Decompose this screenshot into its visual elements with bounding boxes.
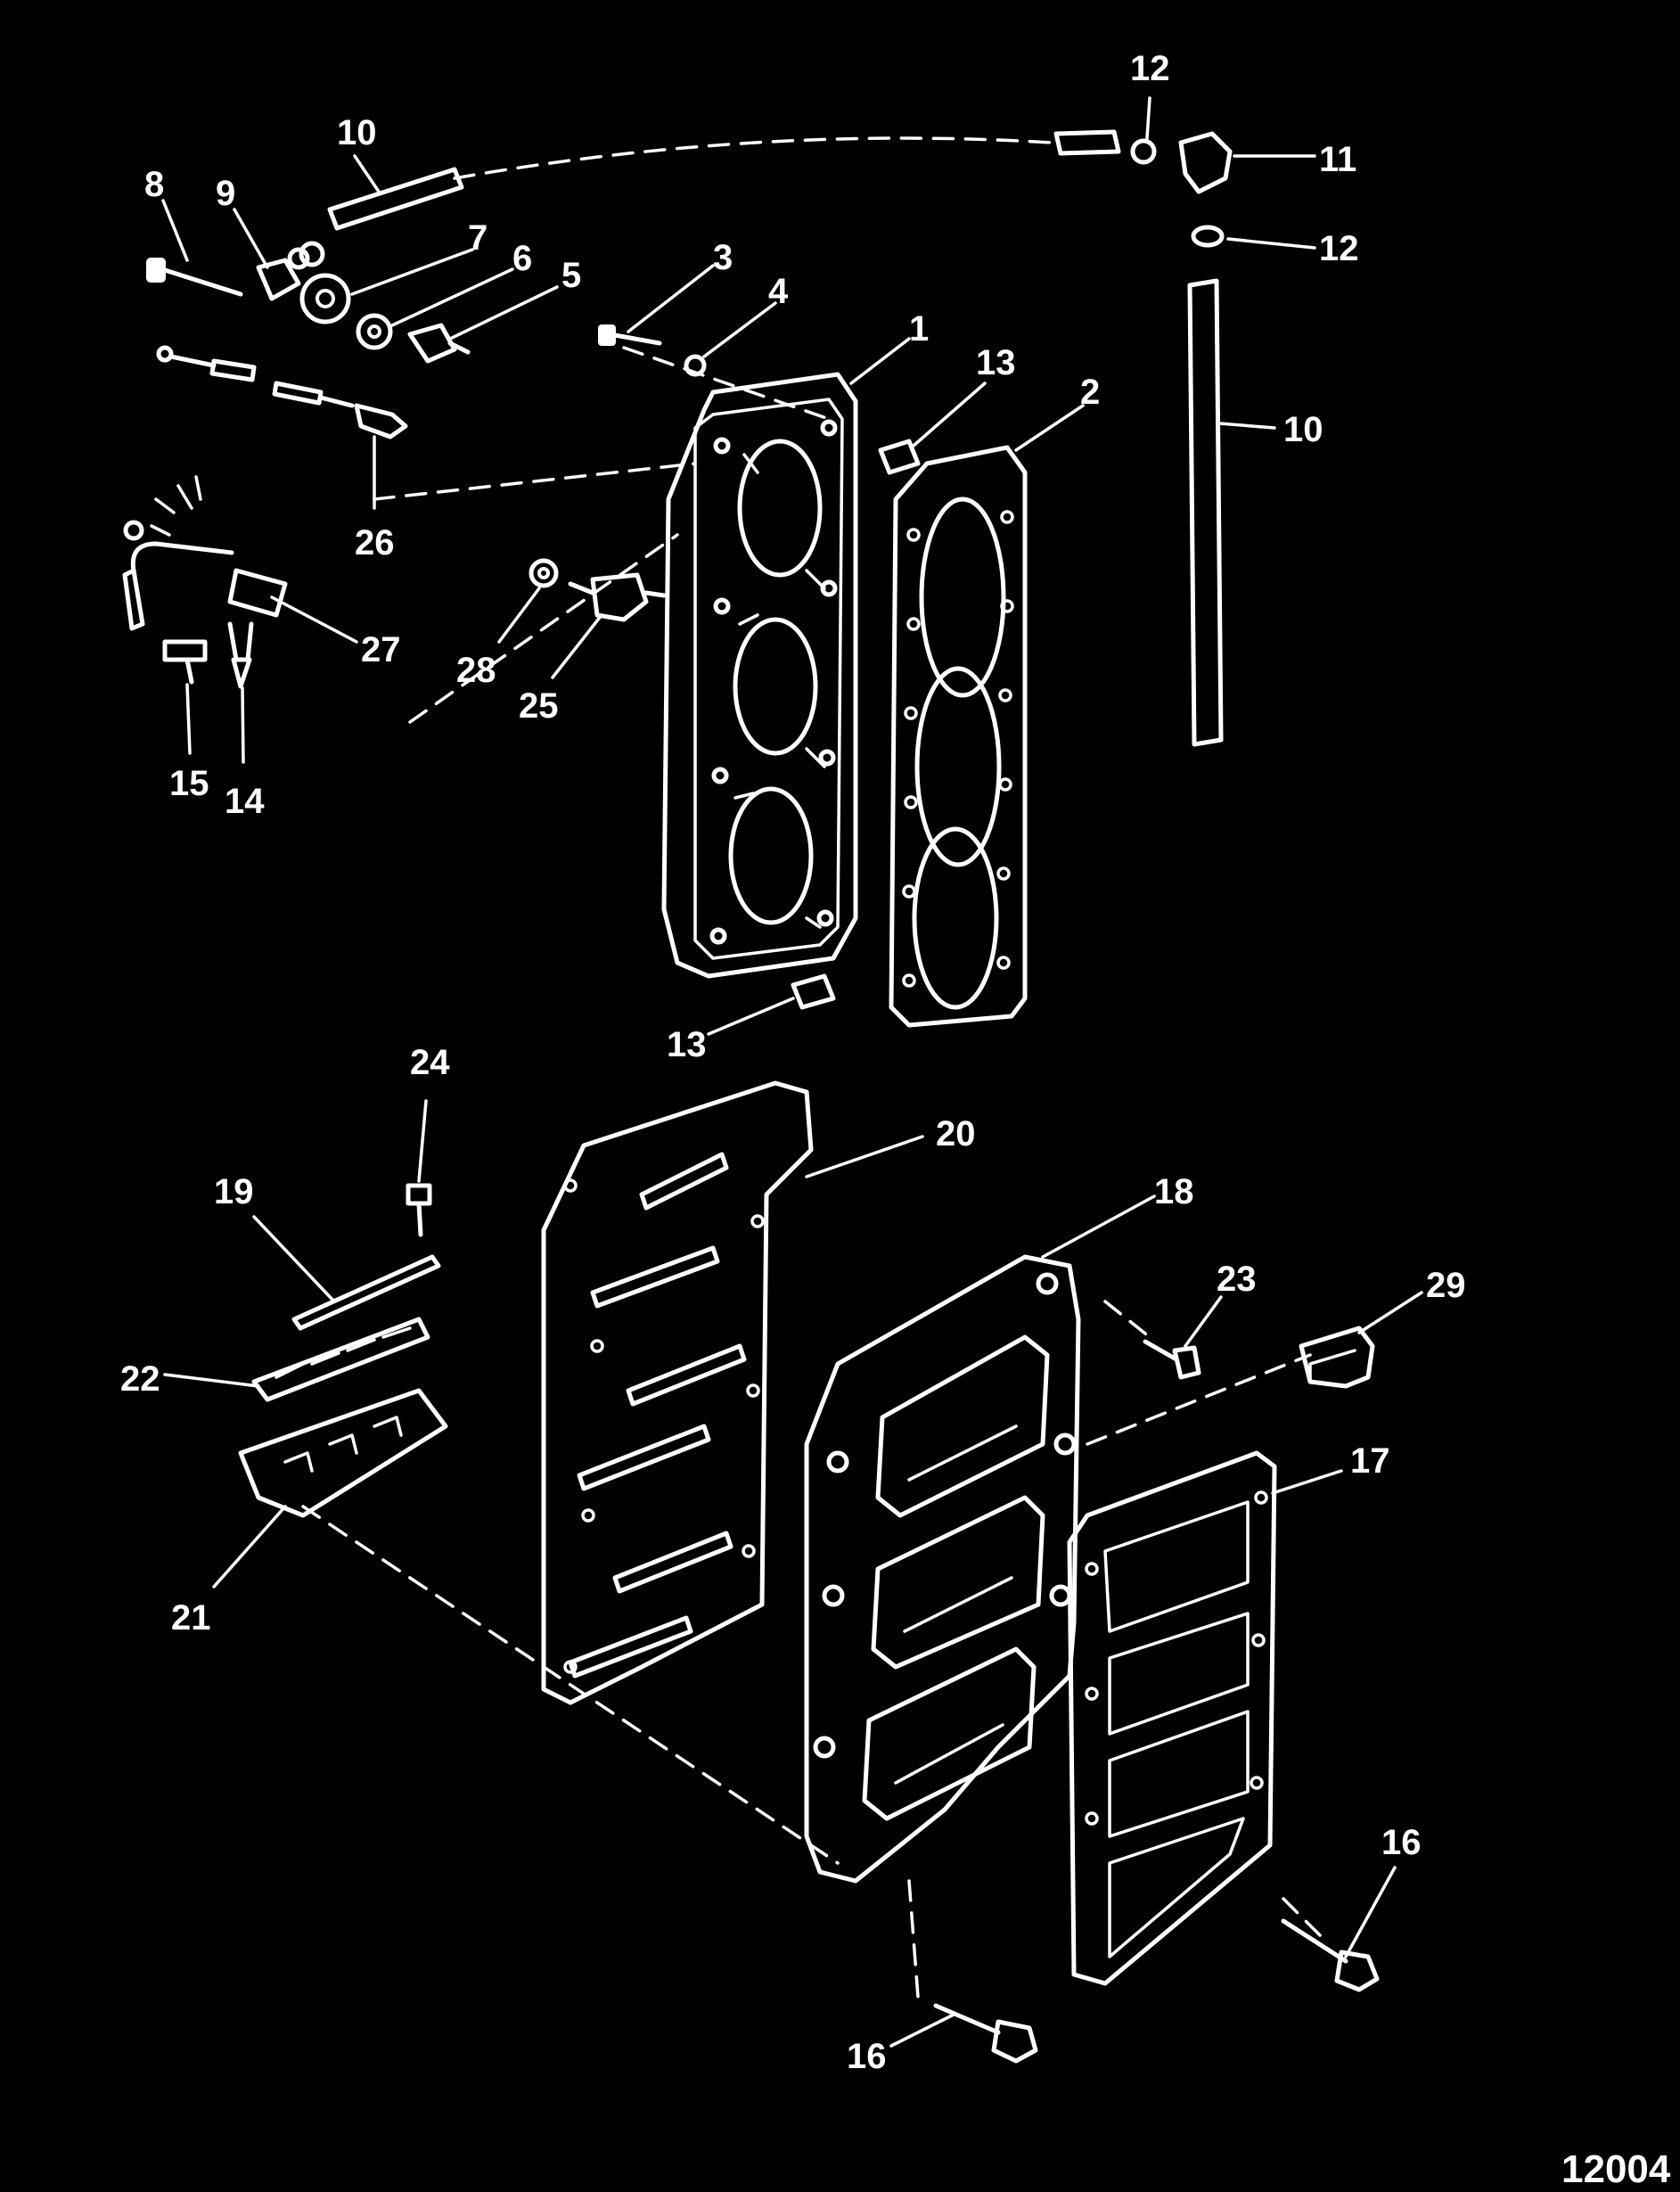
callout-labels: 10 8 9 7 6 5 3 4 1 13 2 12 11 12 10 26 2… <box>120 49 1466 2076</box>
callout-7: 7 <box>468 218 488 258</box>
callout-23: 23 <box>1217 1260 1257 1299</box>
part-5-plug <box>407 323 471 364</box>
callout-4: 4 <box>768 272 789 311</box>
part-16-bolt-lower <box>933 2003 1038 2064</box>
callout-11: 11 <box>1319 140 1356 179</box>
callout-26: 26 <box>355 523 395 562</box>
callout-14: 14 <box>225 782 265 821</box>
part-15-screw <box>162 639 208 685</box>
part-7-plate <box>299 241 351 324</box>
callout-21: 21 <box>171 1598 211 1638</box>
callout-25: 25 <box>519 686 559 726</box>
callout-15: 15 <box>169 764 209 803</box>
callout-6: 6 <box>512 239 532 278</box>
part-19-stop <box>291 1254 441 1331</box>
callout-10-upper: 10 <box>337 113 377 152</box>
part-9-fitting <box>256 247 310 301</box>
part-26-sensor <box>156 345 408 439</box>
callout-2: 2 <box>1080 373 1100 412</box>
callout-19: 19 <box>214 1172 254 1211</box>
part-17-gasket <box>1067 1450 1277 1986</box>
callout-24: 24 <box>410 1043 450 1082</box>
part-25-sensor <box>568 572 667 622</box>
part-16-bolt-right <box>1281 1918 1380 1992</box>
part-18-cover <box>804 1254 1081 1884</box>
callout-1: 1 <box>909 309 929 349</box>
part-10-hose-long <box>1187 278 1224 747</box>
part-3-bolt <box>598 324 662 346</box>
part-12-clamp-lower <box>1191 225 1225 248</box>
part-12-clamp-upper <box>1130 138 1157 165</box>
part-13-dowel <box>791 439 921 1010</box>
callout-22: 22 <box>120 1359 160 1399</box>
callout-27: 27 <box>361 630 401 669</box>
part-29-clip <box>1299 1326 1375 1389</box>
part-4-washer <box>684 354 707 377</box>
callout-20: 20 <box>936 1114 976 1153</box>
part-23-bolt <box>1143 1339 1201 1380</box>
callout-13-upper: 13 <box>976 343 1016 382</box>
part-11-elbow <box>1178 131 1233 194</box>
callout-29: 29 <box>1426 1266 1466 1305</box>
callout-5: 5 <box>561 256 581 295</box>
callout-18: 18 <box>1154 1172 1194 1211</box>
part-10-hose-upper <box>1053 129 1121 156</box>
part-28-nut <box>529 558 559 588</box>
part-21-reed-block <box>238 1388 448 1518</box>
callout-9: 9 <box>216 174 235 213</box>
drawing-number: 12004 <box>1561 2147 1671 2191</box>
part-24-screw <box>406 1183 432 1237</box>
part-14-terminal <box>227 621 254 689</box>
part-1-cylinder-head <box>661 372 858 979</box>
callout-12-lower: 12 <box>1319 229 1359 268</box>
part-22-reeds <box>251 1317 430 1402</box>
callout-13-lower: 13 <box>667 1025 707 1064</box>
callout-16-lower: 16 <box>847 2037 887 2076</box>
callout-3: 3 <box>713 238 733 277</box>
part-20-gasket <box>541 1080 814 1705</box>
part-6-washer <box>356 313 393 350</box>
callout-12-upper: 12 <box>1130 49 1170 88</box>
assembly-dash-lines <box>301 136 1330 1999</box>
callout-16-right: 16 <box>1381 1823 1422 1862</box>
leader-lines <box>161 96 1423 2048</box>
part-27-harness <box>122 475 288 631</box>
callout-8: 8 <box>144 165 164 204</box>
callout-10-right: 10 <box>1283 410 1324 449</box>
callout-17: 17 <box>1350 1441 1390 1481</box>
callout-28: 28 <box>456 651 496 690</box>
part-8-bolt <box>146 258 243 297</box>
part-2-head-gasket <box>889 445 1028 1028</box>
part-10-hose-short <box>327 167 464 231</box>
